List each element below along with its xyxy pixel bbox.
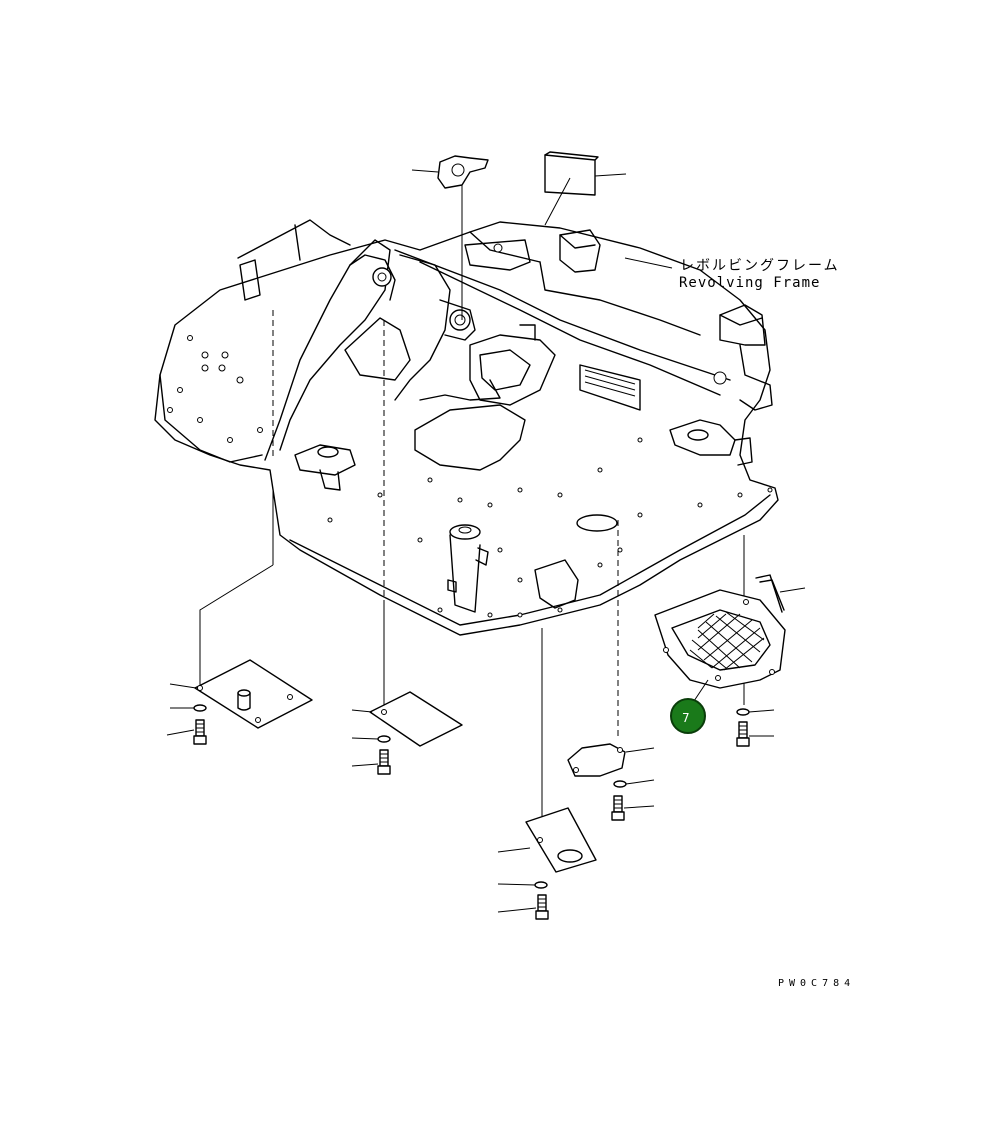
drawing-code: PW0C784 (778, 978, 855, 989)
revolving-frame-drawing (154, 219, 779, 636)
top-bracket-part (411, 155, 489, 189)
center-right-cover (567, 743, 655, 777)
callout-7-circle[interactable] (670, 698, 706, 734)
pin-part (755, 574, 806, 613)
frame-leader-line (624, 257, 673, 269)
left-cover-plate (169, 659, 313, 729)
left-washer (170, 704, 207, 712)
mid-left-cover-plate (351, 691, 463, 747)
bottom-center-cover (497, 807, 597, 873)
mesh-pattern (689, 611, 765, 671)
left-bolt (166, 719, 207, 745)
bottom-center-bolt (497, 894, 549, 920)
assembly-leader-lines (199, 180, 745, 840)
frame-label-en: Revolving Frame (679, 275, 820, 291)
center-right-bolt (611, 795, 655, 821)
top-block-part (544, 151, 627, 226)
mid-left-bolt (351, 749, 391, 775)
bottom-center-washer (497, 881, 548, 889)
callout-7-number: 7 (682, 711, 690, 725)
frame-label-jp: レボルビングフレーム (680, 258, 840, 274)
callout-7[interactable]: 7 (670, 679, 709, 734)
right-washer (736, 708, 775, 716)
right-bolt (736, 721, 774, 747)
grille-cover (654, 589, 786, 689)
plate-bolt-holes (167, 335, 773, 618)
center-right-washer (613, 779, 655, 788)
mid-left-washer (351, 735, 391, 743)
